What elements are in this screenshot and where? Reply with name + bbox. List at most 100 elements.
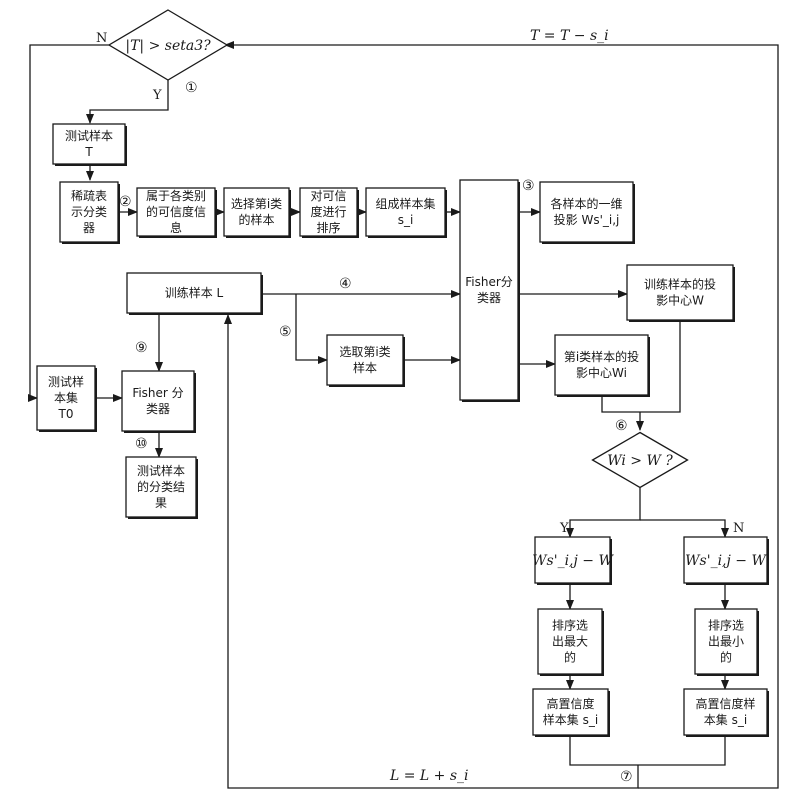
select-class-samples-box bbox=[223, 187, 290, 237]
result-line-1: 的分类结 bbox=[137, 479, 185, 494]
node-fisher-secondary: Fisher 分类器 bbox=[121, 370, 196, 433]
select-class-samples-line-1: 的样本 bbox=[238, 212, 274, 227]
edge-train-center-merge bbox=[640, 320, 681, 413]
edge-train-to-select-i bbox=[295, 294, 328, 364]
sparse-classifier-line-1: 示分类 bbox=[71, 205, 107, 219]
high-conf-right-line-1: 本集 s_i bbox=[704, 712, 747, 727]
diff-right-line-0: Ws'_i,j − W bbox=[685, 553, 767, 569]
train-center-line-0: 训练样本的投 bbox=[644, 277, 716, 292]
update-T-label: T = T − s_i bbox=[530, 28, 609, 44]
test-set-box bbox=[36, 365, 96, 431]
decision-w-line-0: Wi > W ? bbox=[607, 453, 673, 469]
sparse-classifier-box bbox=[59, 181, 119, 243]
rank-confidence-line-1: 度进行 bbox=[310, 204, 346, 219]
form-sample-set-line-1: s_i bbox=[398, 213, 414, 227]
select-class-i-line-1: 样本 bbox=[353, 360, 377, 375]
node-train-sample: 训练样本 L bbox=[126, 272, 263, 315]
fisher-main-line-1: 类器 bbox=[477, 291, 501, 305]
edges bbox=[28, 41, 779, 789]
rank-confidence-box bbox=[299, 187, 358, 237]
sort-max-box bbox=[537, 608, 603, 675]
yes-label-top: Y bbox=[152, 88, 162, 103]
high-conf-right-line-0: 高置信度样 bbox=[695, 696, 755, 711]
class-confidence-box bbox=[136, 187, 216, 237]
step-marker-6: ⑥ bbox=[615, 418, 628, 434]
node-decision-w: Wi > W ? bbox=[591, 431, 689, 489]
sparse-classifier-line-0: 稀疏表 bbox=[71, 188, 107, 203]
step-marker-4: ④ bbox=[339, 276, 352, 292]
edge-class-center-merge bbox=[601, 395, 640, 413]
step-markers: ① ② ③ ④ ⑤ ⑥ ⑦ ⑨ ⑩ bbox=[119, 80, 633, 785]
sparse-classifier-line-2: 器 bbox=[83, 221, 95, 235]
decision-w-diamond bbox=[591, 431, 689, 489]
sort-max-line-2: 的 bbox=[564, 650, 576, 665]
train-sample-box bbox=[126, 272, 262, 314]
projection-1d-box bbox=[539, 181, 634, 243]
train-sample-line-0: 训练样本 L bbox=[165, 285, 224, 300]
projection-1d-line-0: 各样本的一维 bbox=[550, 196, 622, 211]
edge-high-right-down bbox=[638, 735, 726, 766]
fisher-main-line-0: Fisher分 bbox=[465, 275, 513, 289]
class-confidence-line-1: 的可信度信 bbox=[146, 204, 206, 219]
yes-label-w: Y bbox=[559, 521, 569, 536]
test-set-line-2: T0 bbox=[58, 407, 74, 421]
step-marker-5: ⑤ bbox=[279, 324, 292, 340]
fisher-secondary-box bbox=[121, 370, 195, 432]
step-marker-10: ⑩ bbox=[135, 436, 148, 452]
node-diff-right: Ws'_i,j − W bbox=[683, 536, 769, 585]
train-center-box bbox=[626, 264, 734, 321]
test-set-line-0: 测试样 bbox=[48, 374, 84, 389]
diff-left-line-0: Ws'_i,j − W bbox=[532, 553, 614, 569]
test-set-line-1: 本集 bbox=[54, 390, 78, 405]
result-box bbox=[125, 456, 197, 518]
edge-decision-split-no bbox=[640, 519, 729, 538]
step-marker-7: ⑦ bbox=[620, 769, 633, 785]
sort-min-line-0: 排序选 bbox=[708, 618, 744, 633]
high-conf-left-box bbox=[532, 688, 609, 736]
node-diff-left: Ws'_i,j − W bbox=[532, 536, 614, 585]
diff-left-box bbox=[534, 536, 611, 584]
rank-confidence-line-0: 对可信 bbox=[310, 189, 346, 203]
edge-high-left-down bbox=[569, 735, 638, 766]
sort-min-line-1: 出最小 bbox=[708, 635, 744, 649]
fisher-main-box bbox=[459, 179, 519, 401]
result-line-0: 测试样本 bbox=[137, 463, 185, 478]
edge-update-L bbox=[224, 314, 639, 789]
projection-1d-line-1: 投影 Ws'_i,j bbox=[554, 212, 620, 227]
edge-decision-no bbox=[28, 44, 110, 402]
sort-max-line-1: 出最大 bbox=[552, 635, 588, 649]
decision-top-line-0: |T| > seta3? bbox=[125, 38, 211, 54]
edge-update-T bbox=[224, 41, 779, 789]
edge-decision-yes bbox=[86, 80, 169, 124]
high-conf-left-line-1: 样本集 s_i bbox=[543, 712, 598, 727]
edge-decision-split-yes bbox=[566, 488, 641, 538]
no-label-w: N bbox=[733, 521, 744, 536]
sort-min-line-2: 的 bbox=[720, 650, 732, 665]
rank-confidence-line-2: 排序 bbox=[316, 220, 340, 235]
select-class-i-line-0: 选取第i类 bbox=[339, 345, 390, 359]
fisher-secondary-line-0: Fisher 分 bbox=[132, 386, 183, 400]
train-center-line-1: 影中心W bbox=[656, 293, 704, 308]
decision-top-diamond bbox=[107, 9, 229, 81]
select-class-samples-line-0: 选择第i类 bbox=[231, 197, 282, 211]
sort-max-line-0: 排序选 bbox=[552, 618, 588, 633]
high-conf-right-box bbox=[683, 688, 768, 736]
step-marker-1: ① bbox=[185, 80, 198, 96]
form-sample-set-line-0: 组成样本集 bbox=[375, 196, 435, 211]
node-decision-top: |T| > seta3? bbox=[107, 9, 229, 81]
test-sample-box bbox=[52, 123, 126, 165]
